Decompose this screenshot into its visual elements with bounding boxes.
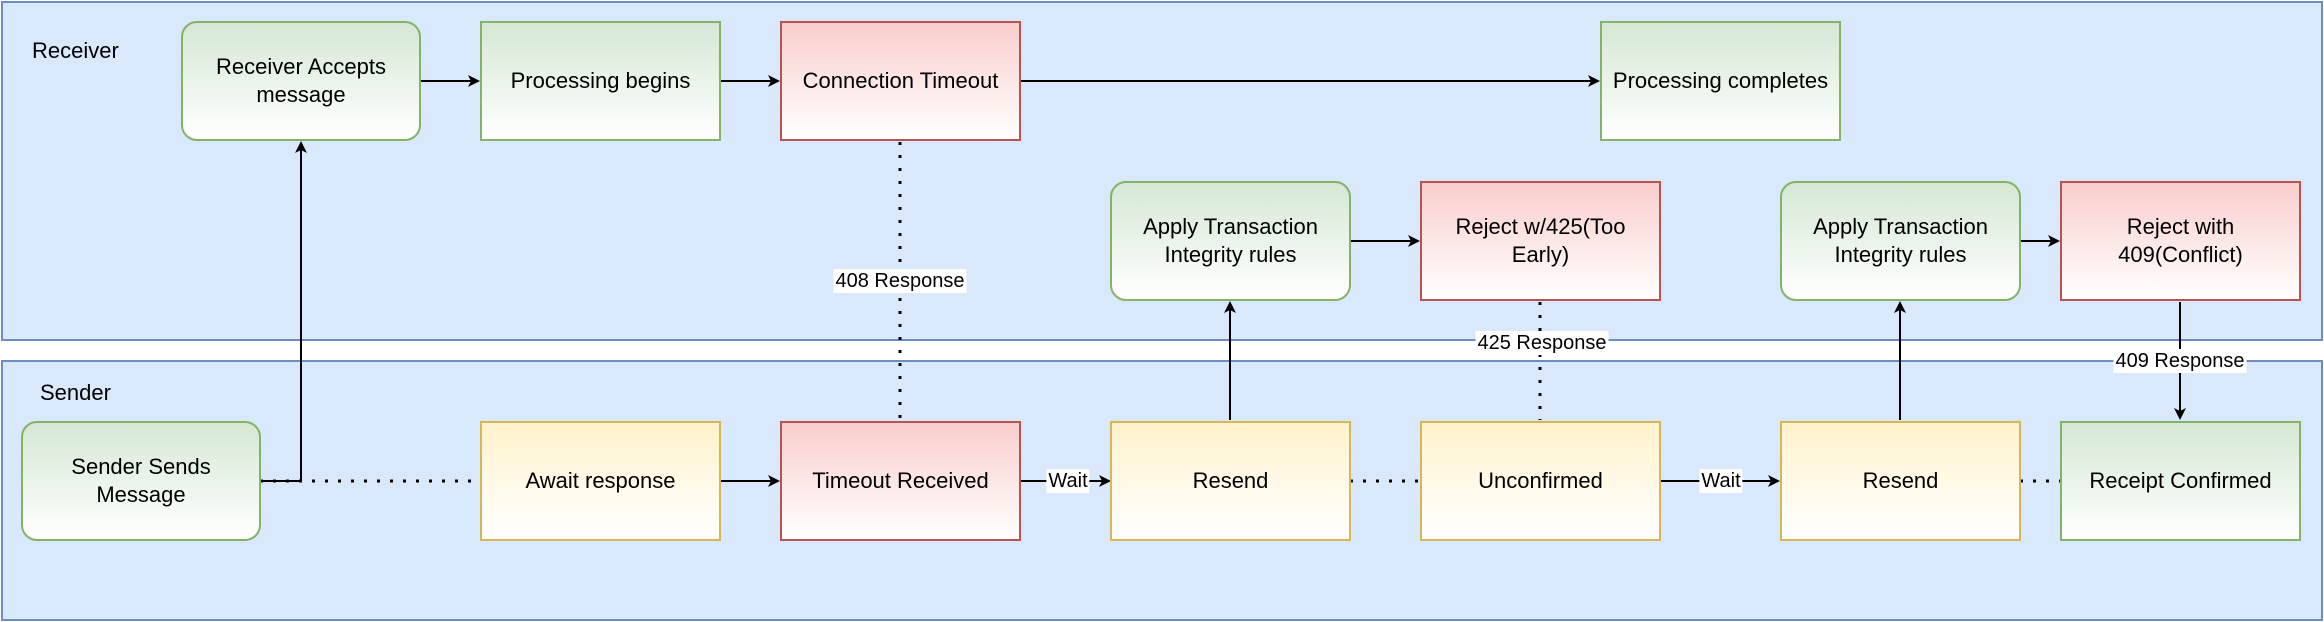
processing-completes-node[interactable]: Processing completes <box>1600 21 1841 141</box>
edge-sender-to-accepts <box>260 141 307 482</box>
resend-node-1[interactable]: Resend <box>1110 421 1351 541</box>
apply-rules-node-2[interactable]: Apply Transaction Integrity rules <box>1780 181 2021 301</box>
reject-425-node[interactable]: Reject w/425(Too Early) <box>1420 181 1661 301</box>
sender-lane-label: Sender <box>40 380 111 405</box>
unconfirmed-node[interactable]: Unconfirmed <box>1420 421 1661 541</box>
reject-409-node[interactable]: Reject with 409(Conflict) <box>2060 181 2301 301</box>
receiver-accepts-node[interactable]: Receiver Accepts message <box>181 21 421 141</box>
receiver-lane-label: Receiver <box>32 38 119 63</box>
processing-begins-node[interactable]: Processing begins <box>480 21 721 141</box>
edge-label-425: 425 Response <box>1475 331 1609 355</box>
edge-label-wait-1: Wait <box>1046 469 1090 493</box>
resend-node-2[interactable]: Resend <box>1780 421 2021 541</box>
connection-timeout-node[interactable]: Connection Timeout <box>780 21 1021 141</box>
edge-label-408: 408 Response <box>833 269 967 293</box>
sender-sends-node[interactable]: Sender Sends Message <box>21 421 261 541</box>
apply-rules-node-1[interactable]: Apply Transaction Integrity rules <box>1110 181 1351 301</box>
timeout-received-node[interactable]: Timeout Received <box>780 421 1021 541</box>
edge-label-409: 409 Response <box>2113 349 2247 373</box>
edge-label-wait-2: Wait <box>1699 469 1743 493</box>
await-response-node[interactable]: Await response <box>480 421 721 541</box>
receipt-confirmed-node[interactable]: Receipt Confirmed <box>2060 421 2301 541</box>
